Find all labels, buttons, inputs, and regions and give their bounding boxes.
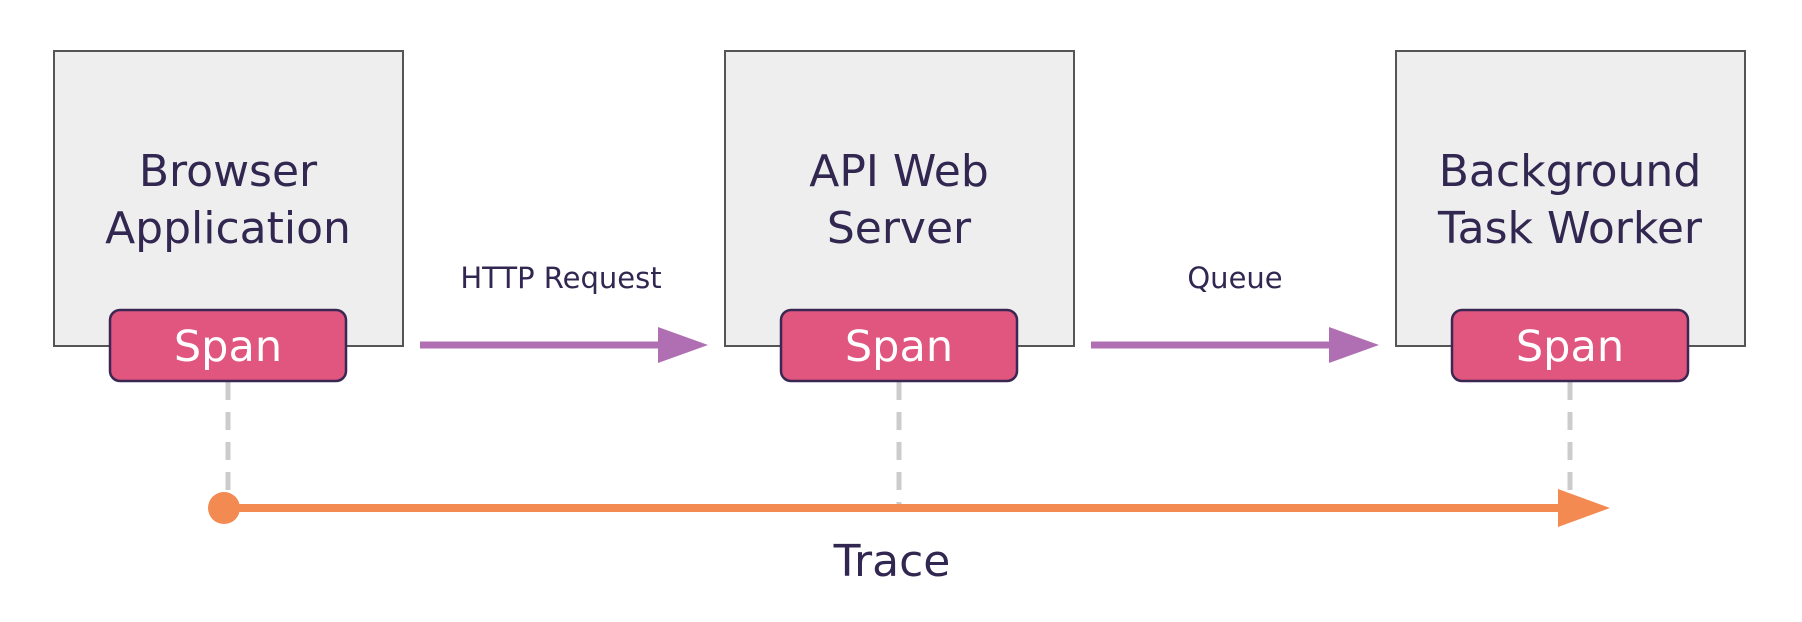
edge-arrowhead-http-request	[658, 327, 708, 363]
service-label-worker-line2: Task Worker	[1437, 203, 1703, 254]
service-label-api-line1: API Web	[809, 146, 989, 197]
trace-arrowhead	[1558, 489, 1610, 527]
span-label-worker: Span	[1516, 322, 1624, 372]
span-badge-worker	[1450, 308, 1690, 383]
edge-label-http-request: HTTP Request	[460, 261, 661, 295]
service-label-browser-line1: Browser	[139, 146, 318, 197]
service-box-api	[724, 50, 1075, 347]
service-label-worker-line1: Background	[1439, 146, 1702, 197]
edge-label-queue: Queue	[1187, 261, 1282, 295]
service-box-browser	[53, 50, 404, 347]
edge-arrowhead-queue	[1329, 327, 1379, 363]
trace-label: Trace	[833, 536, 951, 587]
span-label-browser: Span	[174, 322, 282, 372]
span-badge-browser	[108, 308, 348, 383]
service-label-api-line2: Server	[827, 203, 972, 254]
span-badge-api	[779, 308, 1019, 383]
service-label-browser-line2: Application	[105, 203, 351, 254]
service-box-worker	[1395, 50, 1746, 347]
span-label-api: Span	[845, 322, 953, 372]
